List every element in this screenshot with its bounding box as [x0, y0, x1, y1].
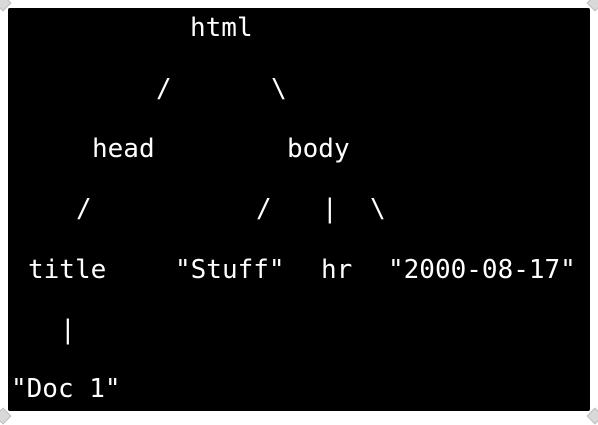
node-title: title [28, 255, 107, 285]
edge-html-body: \ [271, 74, 287, 104]
node-doc-text: "Doc 1" [11, 374, 121, 404]
edge-body-date: \ [370, 194, 386, 224]
dom-tree-diagram: html / \ head body / / | \ title "Stuff"… [8, 8, 590, 411]
node-hr: hr [321, 255, 353, 285]
edge-title-doc: | [60, 315, 76, 345]
edge-html-head: / [156, 74, 172, 104]
edge-body-hr: | [322, 194, 338, 224]
node-date-text: "2000-08-17" [388, 255, 576, 285]
edge-body-stuff: / [256, 194, 272, 224]
node-head: head [92, 134, 155, 164]
node-body: body [287, 134, 350, 164]
node-html: html [190, 13, 253, 43]
node-stuff-text: "Stuff" [175, 255, 285, 285]
edge-head-title: / [76, 194, 92, 224]
